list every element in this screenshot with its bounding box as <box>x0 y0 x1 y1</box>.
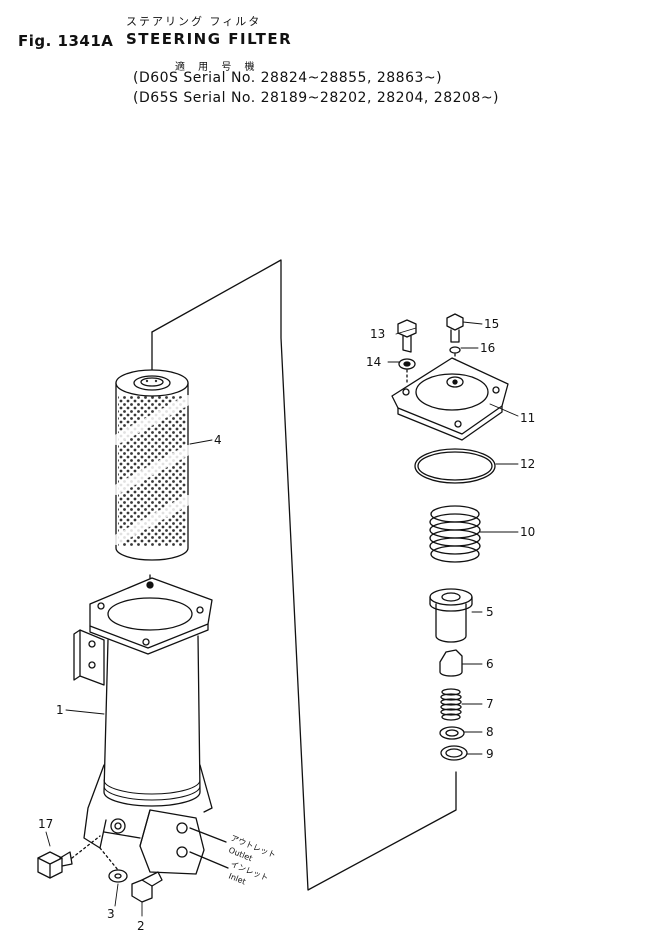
washer-3 <box>99 847 128 883</box>
poppet-6 <box>439 649 463 677</box>
filter-cover <box>391 357 509 441</box>
part-number-3: 3 <box>107 907 115 921</box>
part-number-9: 9 <box>486 747 494 761</box>
title-japanese: ステアリング フィルタ <box>126 15 262 28</box>
part-number-14: 14 <box>366 355 381 369</box>
leader-lines <box>45 321 519 917</box>
oring-12 <box>414 448 496 484</box>
bolt-2 <box>131 871 163 903</box>
figure-number: Fig. 1341A <box>18 32 114 50</box>
part-number-4: 4 <box>214 433 222 447</box>
part-number-10: 10 <box>520 525 535 539</box>
washer-8 <box>439 726 465 740</box>
part-number-1: 1 <box>56 703 64 717</box>
part-number-17: 17 <box>38 817 53 831</box>
bolt-13 <box>397 319 417 353</box>
serial-line-d60s: (D60S Serial No. 28824~28855, 28863~) <box>133 70 443 86</box>
part-number-12: 12 <box>520 457 535 471</box>
part-number-11: 11 <box>520 411 535 425</box>
part-number-5: 5 <box>486 605 494 619</box>
part-number-16: 16 <box>480 341 495 355</box>
part-number-13: 13 <box>370 327 385 341</box>
serial-line-d65s: (D65S Serial No. 28189~28202, 28204, 282… <box>133 90 500 106</box>
washer-14 <box>398 358 416 385</box>
part-number-8: 8 <box>486 725 494 739</box>
filter-case <box>73 577 229 875</box>
title-english: STEERING FILTER <box>126 30 293 48</box>
part-number-15: 15 <box>484 317 499 331</box>
valve-5 <box>429 588 473 643</box>
spring-10 <box>429 505 481 563</box>
spring-7 <box>440 688 462 721</box>
ring-9 <box>440 745 468 761</box>
filter-element <box>111 369 193 561</box>
part-number-2: 2 <box>137 919 145 931</box>
part-number-6: 6 <box>486 657 494 671</box>
bolt-15 <box>446 313 464 343</box>
part-number-7: 7 <box>486 697 494 711</box>
drain-plug <box>37 835 101 879</box>
serial-heading-japanese: 適 用 号 機 <box>175 62 260 73</box>
assembly-connection-line <box>149 259 457 891</box>
